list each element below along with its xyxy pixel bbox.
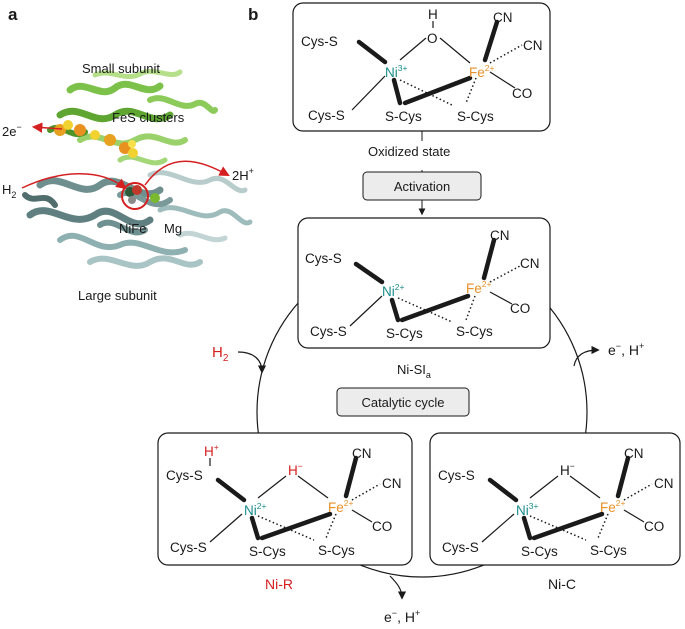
h2-label: H2 bbox=[2, 182, 16, 200]
small-subunit-label: Small subunit bbox=[82, 61, 160, 76]
catalytic-cycle-label: Catalytic cycle bbox=[361, 395, 444, 410]
panel-a-letter: a bbox=[8, 5, 18, 24]
svg-text:S-Cys: S-Cys bbox=[385, 109, 422, 124]
nisi-structure: Cys-S Cys-S S-Cys S-Cys Ni2+ Fe2+ CN CN … bbox=[305, 228, 540, 341]
mg-label: Mg bbox=[164, 221, 182, 236]
svg-text:Cys-S: Cys-S bbox=[308, 108, 345, 123]
svg-text:H+: H+ bbox=[204, 442, 219, 459]
catalytic-cycle-box bbox=[336, 387, 470, 417]
nic-box bbox=[429, 432, 681, 566]
output-bottom-arrow bbox=[389, 575, 407, 600]
svg-text:Cys-S: Cys-S bbox=[170, 540, 207, 555]
svg-text:Fe2+: Fe2+ bbox=[466, 279, 491, 296]
output-bottom-label: e−, H+ bbox=[384, 608, 420, 625]
svg-text:Ni3+: Ni3+ bbox=[385, 63, 407, 80]
protein-structure-illustration bbox=[22, 68, 253, 269]
svg-text:H−: H− bbox=[288, 461, 303, 478]
svg-text:Ni2+: Ni2+ bbox=[382, 282, 404, 299]
nic-structure: Cys-S Cys-S S-Cys S-Cys H− Ni3+ Fe2+ CN … bbox=[438, 446, 674, 559]
svg-text:S-Cys: S-Cys bbox=[590, 543, 627, 558]
svg-text:H: H bbox=[428, 7, 438, 22]
active-site-ring bbox=[121, 182, 149, 210]
nir-label: Ni-R bbox=[265, 576, 293, 592]
svg-text:Cys-S: Cys-S bbox=[166, 468, 203, 483]
svg-text:Fe2+: Fe2+ bbox=[328, 498, 353, 515]
svg-text:CN: CN bbox=[490, 228, 510, 243]
svg-text:CO: CO bbox=[372, 519, 392, 534]
proton-out-arrow bbox=[144, 160, 230, 186]
active-site bbox=[125, 185, 160, 204]
small-subunit-ribbons bbox=[47, 68, 218, 166]
svg-text:Fe2+: Fe2+ bbox=[600, 498, 625, 515]
svg-text:O: O bbox=[427, 31, 438, 46]
svg-text:S-Cys: S-Cys bbox=[521, 544, 558, 559]
svg-text:S-Cys: S-Cys bbox=[456, 324, 493, 339]
svg-text:Fe2+: Fe2+ bbox=[469, 63, 494, 80]
fes-cluster-spheres bbox=[54, 120, 138, 158]
panel-b-letter: b bbox=[248, 5, 258, 24]
oxidized-state-box bbox=[292, 2, 551, 132]
h2-input-arrow bbox=[237, 351, 267, 374]
svg-text:CN: CN bbox=[520, 256, 540, 271]
svg-text:H−: H− bbox=[560, 461, 575, 478]
svg-text:Ni2+: Ni2+ bbox=[244, 501, 266, 518]
svg-text:S-Cys: S-Cys bbox=[457, 109, 494, 124]
nisi-label: Ni-SIa bbox=[397, 362, 431, 380]
svg-text:CO: CO bbox=[510, 301, 530, 316]
large-subunit-ribbons bbox=[22, 170, 253, 269]
svg-text:CN: CN bbox=[624, 446, 644, 461]
svg-text:Ni3+: Ni3+ bbox=[516, 501, 538, 518]
svg-text:CN: CN bbox=[382, 476, 402, 491]
activation-label: Activation bbox=[394, 179, 450, 194]
large-subunit-label: Large subunit bbox=[78, 288, 157, 303]
electron-out-arrow bbox=[31, 122, 63, 133]
oxidized-structure: Cys-S Cys-S S-Cys S-Cys H O Ni3+ Fe2+ CN… bbox=[301, 7, 543, 124]
oxidized-state-label: Oxidized state bbox=[368, 144, 450, 159]
svg-text:Cys-S: Cys-S bbox=[305, 251, 342, 266]
electron-out-label: 2e− bbox=[2, 122, 22, 139]
output-top-label: e−, H+ bbox=[608, 341, 644, 358]
svg-text:S-Cys: S-Cys bbox=[318, 543, 355, 558]
svg-text:Cys-S: Cys-S bbox=[438, 468, 475, 483]
output-top-arrow bbox=[573, 345, 600, 367]
svg-text:CN: CN bbox=[493, 10, 513, 25]
h2-input-label: H2 bbox=[212, 344, 229, 364]
nir-structure: H+ Cys-S Cys-S S-Cys S-Cys H− Ni2+ Fe2+ … bbox=[166, 442, 402, 559]
svg-text:CN: CN bbox=[352, 446, 372, 461]
svg-text:CN: CN bbox=[523, 38, 543, 53]
svg-text:Cys-S: Cys-S bbox=[301, 34, 338, 49]
fes-clusters-label: FeS clusters bbox=[112, 110, 185, 125]
svg-text:CO: CO bbox=[512, 86, 532, 101]
svg-text:S-Cys: S-Cys bbox=[249, 544, 286, 559]
svg-text:CO: CO bbox=[644, 519, 664, 534]
svg-text:CN: CN bbox=[654, 476, 674, 491]
activation-box bbox=[362, 171, 482, 201]
nife-label: NiFe bbox=[119, 221, 146, 236]
proton-out-label: 2H+ bbox=[232, 166, 254, 183]
svg-text:Cys-S: Cys-S bbox=[310, 324, 347, 339]
nic-label: Ni-C bbox=[548, 576, 576, 592]
svg-text:S-Cys: S-Cys bbox=[386, 326, 423, 341]
h2-in-arrow bbox=[21, 173, 127, 190]
svg-text:Cys-S: Cys-S bbox=[442, 540, 479, 555]
